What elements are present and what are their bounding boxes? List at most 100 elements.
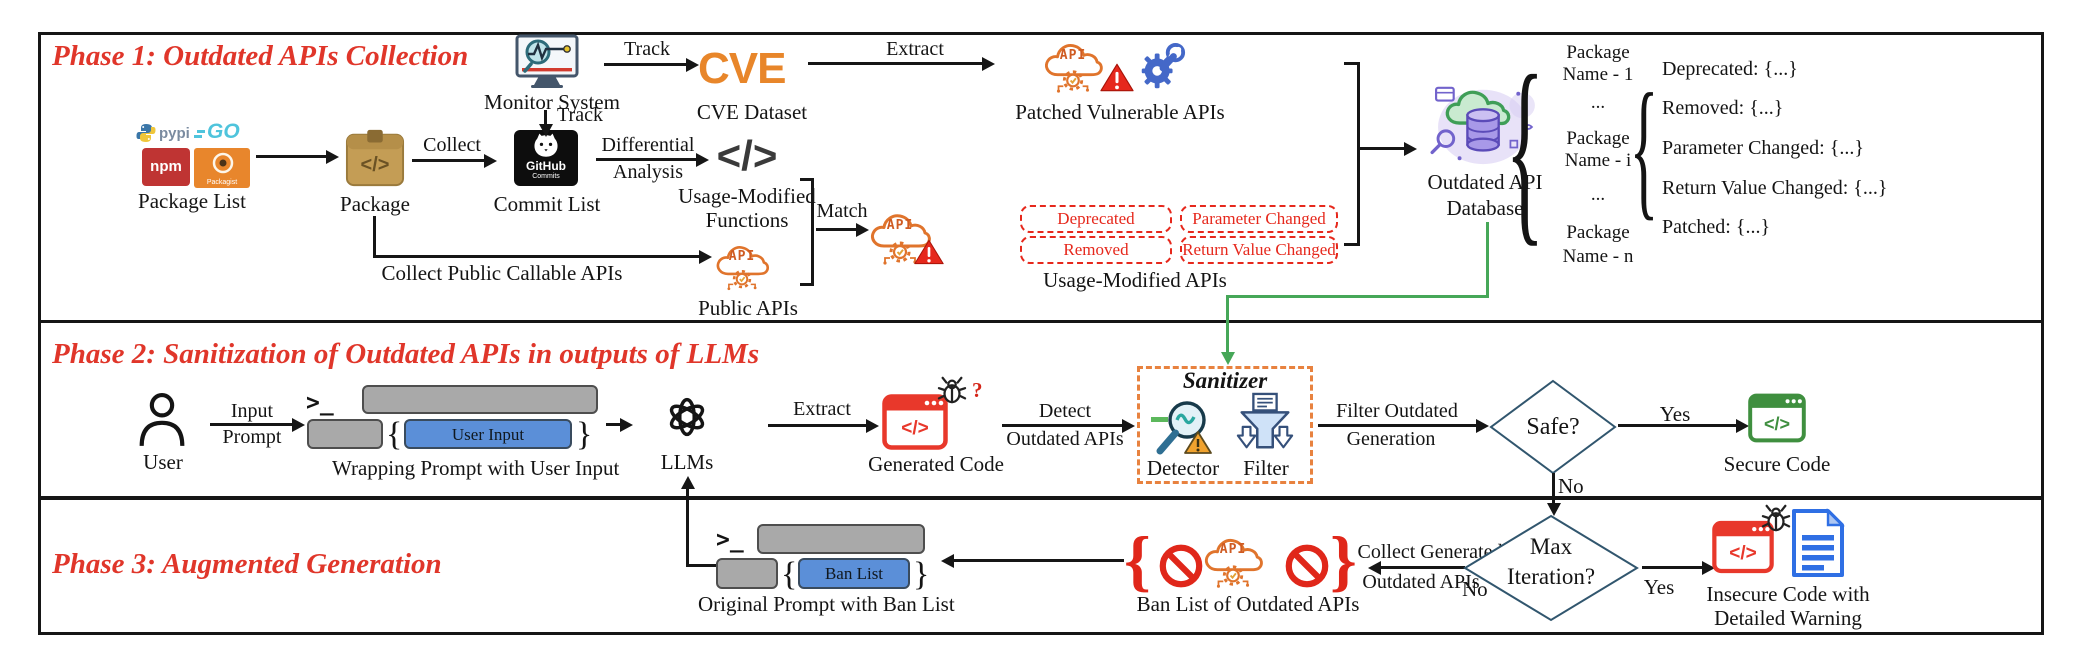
wrapping-prompt-label: Wrapping Prompt with User Input: [332, 456, 620, 480]
arrow-to-llms: [606, 423, 622, 426]
field-patched: Patched: {...}: [1662, 216, 1771, 238]
arrow-to-llms-head: [620, 417, 633, 432]
input-prompt-label-1: Input: [230, 400, 274, 422]
warning-document-icon: [1790, 508, 1846, 578]
arrow-filter-outdated: [1318, 424, 1478, 427]
warning-icon: [914, 238, 944, 266]
collect-label: Collect: [423, 134, 481, 156]
bug-icon: [1760, 504, 1792, 532]
sanitizer-box: [1137, 366, 1313, 484]
ban-list-box: Ban List: [798, 558, 910, 589]
user-input-box: User Input: [404, 419, 572, 449]
brace-open: {: [781, 556, 798, 593]
go-speedline-icon: [197, 130, 205, 133]
monitor-system-label: Monitor System: [484, 90, 620, 114]
arrow-extract-p1: [808, 62, 986, 65]
green-path-h: [1226, 295, 1489, 298]
terminal-prompt-glyph: >_: [716, 527, 744, 553]
system-prompt-bar: [362, 385, 598, 414]
elbow-collect-public-v: [373, 216, 376, 258]
arrow-to-package-head: [326, 149, 339, 164]
bug-icon: [936, 376, 968, 404]
arrow-banlist-to-prompt-head: [941, 553, 954, 568]
arrow-yes-p3-head: [1702, 560, 1715, 575]
insecure-code-label-2: Detailed Warning: [1714, 606, 1862, 630]
yes-label-p3: Yes: [1643, 575, 1675, 599]
pkgi-line2: Name - i: [1564, 150, 1632, 171]
arrow-extract-p2: [768, 424, 868, 427]
track-down-label: Track: [557, 104, 603, 126]
no-label-p2: No: [1558, 474, 1584, 498]
db-label-2: Database: [1446, 196, 1524, 220]
elbow-collect-public-h: [373, 255, 701, 258]
arrow-track-right-head: [686, 57, 699, 72]
brace-close: }: [913, 556, 930, 593]
api-cloud-icon: API: [868, 208, 932, 266]
arrow-collect-generated: [1380, 566, 1465, 569]
filter-icon: [1234, 392, 1296, 454]
patched-vulnerable-apis-label: Patched Vulnerable APIs: [1015, 100, 1225, 124]
pkgi-line1: Package: [1566, 128, 1630, 149]
field-return-value-changed: Return Value Changed: {...}: [1662, 177, 1888, 199]
detector-label: Detector: [1146, 456, 1220, 480]
pkgn-line2: Name - n: [1562, 246, 1634, 267]
green-path-v1: [1486, 222, 1489, 298]
api-cloud-icon: API: [714, 240, 770, 292]
no-label-p3: No: [1462, 577, 1488, 601]
track-right-label: Track: [624, 38, 670, 60]
arrow-to-package: [256, 155, 328, 158]
pkg-dots-2: ...: [1590, 184, 1606, 205]
green-path-head: [1220, 352, 1235, 365]
public-apis-label: Public APIs: [698, 296, 798, 320]
brace-open: {: [386, 416, 403, 453]
insecure-code-icon: </>: [1712, 520, 1774, 574]
api-cloud-icon: API: [1202, 532, 1264, 590]
tag-parameter-changed: Parameter Changed: [1180, 205, 1338, 233]
pkgn-line1: Package: [1566, 222, 1630, 243]
insecure-code-label-1: Insecure Code with: [1706, 582, 1870, 606]
no-sign-icon: [1158, 543, 1204, 589]
user-label: User: [143, 450, 183, 474]
phase2-title: Phase 2: Sanitization of Outdated APIs i…: [52, 338, 760, 370]
arrow-no-down: [1552, 473, 1555, 505]
monitor-system-icon: [512, 34, 582, 90]
arrow-collect-generated-head: [1368, 560, 1381, 575]
pkg1-line1: Package: [1566, 42, 1630, 63]
arrow-match: [816, 228, 858, 231]
gear-wrench-icon: [1134, 42, 1188, 94]
collect-generated-label-2: Outdated APIs: [1362, 571, 1480, 593]
user-icon: [138, 392, 186, 448]
terminal-prompt-glyph: >_: [306, 390, 334, 416]
collect-public-label: Collect Public Callable APIs: [381, 261, 623, 285]
brace-fields-open: {: [1629, 60, 1659, 234]
arrow-collect-head: [484, 153, 497, 168]
pkg1-line2: Name - 1: [1562, 64, 1634, 85]
arrow-extract-p2-head: [866, 418, 879, 433]
feedback-elbow-v: [686, 488, 689, 567]
original-prompt-label: Original Prompt with Ban List: [698, 592, 955, 616]
db-label-1: Outdated API: [1427, 170, 1543, 194]
secure-code-label: Secure Code: [1723, 452, 1831, 476]
arrow-input-prompt: [210, 423, 294, 426]
arrow-no-down-head: [1546, 503, 1561, 516]
usage-modified-apis-label: Usage-Modified APIs: [1043, 268, 1227, 292]
llms-label: LLMs: [660, 450, 714, 474]
ban-brace-open: {: [1124, 522, 1151, 598]
arrow-differential-head: [696, 152, 709, 167]
arrow-track-down: [544, 110, 547, 126]
no-sign-icon: [1284, 543, 1330, 589]
ban-list-of-outdated-apis-label: Ban List of Outdated APIs: [1136, 592, 1360, 616]
arrow-differential: [596, 158, 698, 161]
secure-code-icon: </>: [1748, 392, 1806, 444]
green-path-v2: [1226, 297, 1229, 353]
ban-brace-close: }: [1330, 522, 1357, 598]
match-label: Match: [816, 200, 868, 222]
arrow-yes-p2-head: [1736, 418, 1749, 433]
arrow-detect-head: [1122, 418, 1135, 433]
filter-outdated-label-1: Filter Outdated: [1336, 400, 1458, 422]
sanitizer-title: Sanitizer: [1182, 368, 1268, 393]
go-logo: GO: [207, 120, 240, 143]
python-logo-icon: [136, 123, 156, 143]
arrow-extract-p1-head: [982, 56, 995, 71]
